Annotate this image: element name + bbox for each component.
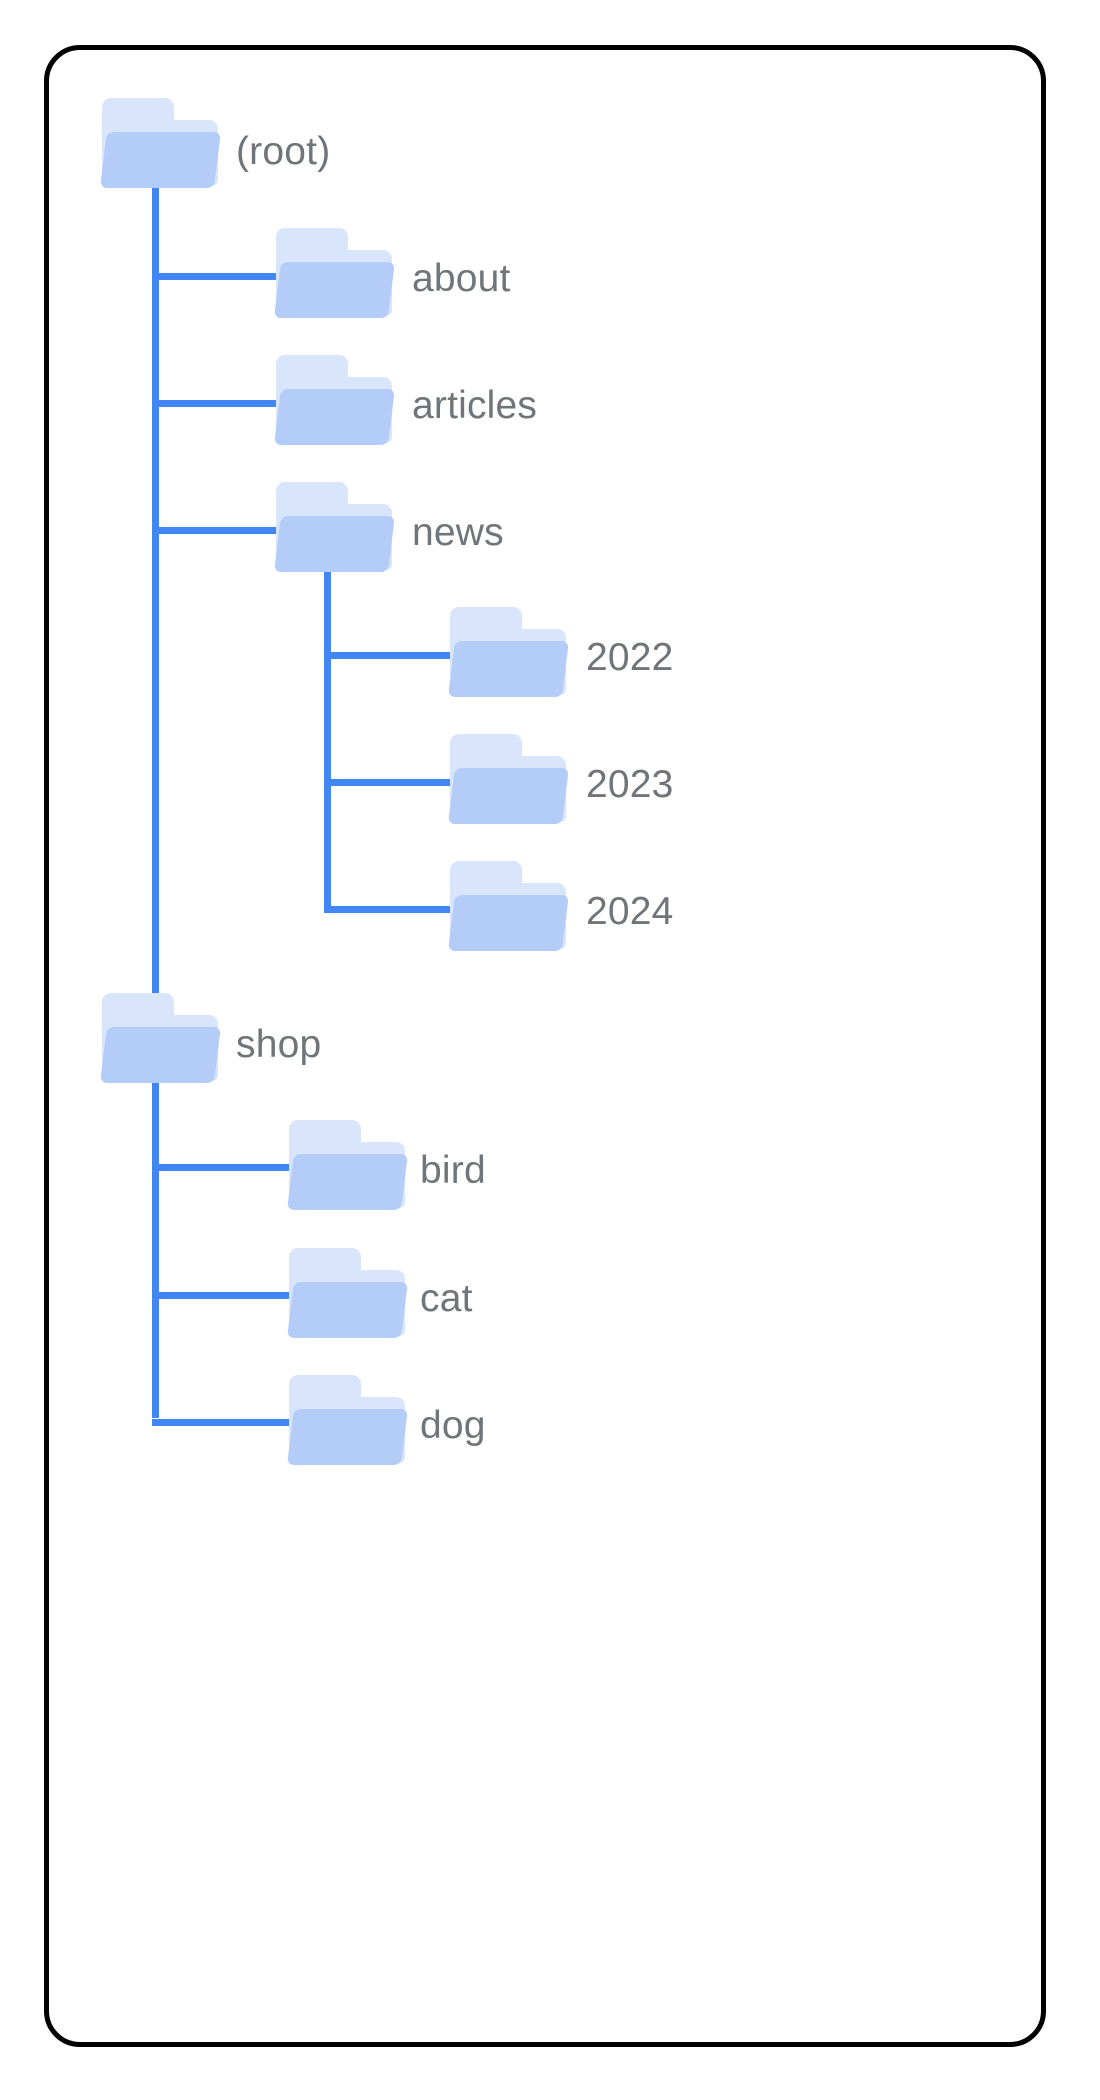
- folder-front: [287, 1154, 408, 1210]
- node-label-about: about: [412, 257, 511, 300]
- node-label-root: (root): [236, 130, 331, 173]
- connector-news-spine: [324, 558, 331, 913]
- folder-icon-2023[interactable]: [448, 734, 569, 826]
- folder-front: [274, 389, 395, 445]
- connector-shop-bird: [152, 1164, 300, 1171]
- folder-icon-2022[interactable]: [448, 607, 569, 699]
- node-label-cat: cat: [420, 1277, 473, 1320]
- node-label-articles: articles: [412, 384, 538, 427]
- folder-front: [100, 1027, 221, 1083]
- node-label-2022: 2022: [586, 636, 674, 679]
- folder-front: [448, 768, 569, 824]
- folder-icon-dog[interactable]: [287, 1375, 408, 1467]
- folder-icon-cat[interactable]: [287, 1248, 408, 1340]
- node-label-bird: bird: [420, 1149, 486, 1192]
- connector-shop-spine: [152, 1060, 159, 1418]
- node-label-dog: dog: [420, 1404, 486, 1447]
- folder-icon-root[interactable]: [100, 98, 221, 190]
- folder-icon-news[interactable]: [274, 482, 395, 574]
- connector-shop-dog: [152, 1419, 300, 1426]
- folder-front: [287, 1282, 408, 1338]
- connector-shop-cat: [152, 1292, 300, 1299]
- folder-front: [287, 1409, 408, 1465]
- folder-icon-about[interactable]: [274, 228, 395, 320]
- connector-news-2022: [324, 652, 459, 659]
- folder-front: [448, 641, 569, 697]
- connector-root-news: [152, 527, 287, 534]
- connector-root-spine: [152, 178, 159, 1418]
- connector-news-2023: [324, 779, 459, 786]
- connector-root-about: [152, 273, 287, 280]
- folder-front: [100, 132, 221, 188]
- folder-icon-shop[interactable]: [100, 993, 221, 1085]
- folder-front: [448, 895, 569, 951]
- folder-front: [274, 262, 395, 318]
- folder-icon-bird[interactable]: [287, 1120, 408, 1212]
- node-label-news: news: [412, 511, 504, 554]
- folder-icon-2024[interactable]: [448, 861, 569, 953]
- connector-root-articles: [152, 400, 287, 407]
- connector-news-2024: [324, 906, 459, 913]
- folder-icon-articles[interactable]: [274, 355, 395, 447]
- node-label-2023: 2023: [586, 763, 674, 806]
- folder-front: [274, 516, 395, 572]
- node-label-2024: 2024: [586, 890, 674, 933]
- node-label-shop: shop: [236, 1023, 322, 1066]
